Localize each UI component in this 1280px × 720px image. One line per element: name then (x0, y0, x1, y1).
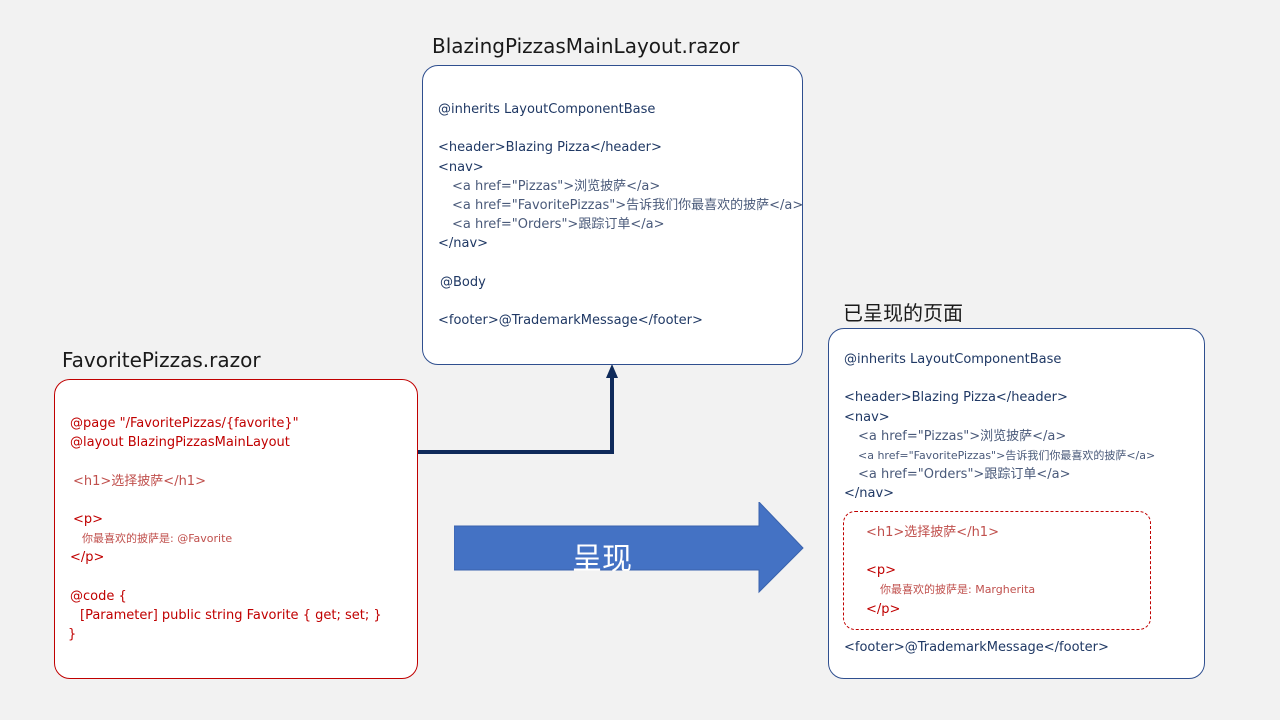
layout-file-title: BlazingPizzasMainLayout.razor (432, 34, 740, 58)
rendered-line-p-open: <p> (866, 563, 897, 578)
rendered-line-favorite-text: 你最喜欢的披萨是: Margherita (880, 583, 1036, 596)
layout-line-nav-close: </nav> (438, 236, 489, 251)
page-line-p-open: <p> (73, 512, 104, 527)
rendered-line-nav-open: <nav> (844, 410, 890, 425)
connector-arrowhead-icon (606, 364, 618, 378)
rendered-page-title: 已呈现的页面 (843, 301, 963, 325)
render-arrow-icon (454, 502, 804, 594)
rendered-line-nav-close: </nav> (844, 486, 895, 501)
rendered-line-header: <header>Blazing Pizza</header> (844, 390, 1068, 405)
page-line-favorite-text: 你最喜欢的披萨是: @Favorite (82, 532, 233, 545)
layout-line-body: @Body (440, 275, 486, 290)
page-line-p-close: </p> (70, 550, 105, 565)
rendered-page-content-region (843, 511, 1151, 630)
rendered-line-link-pizzas: <a href="Pizzas">浏览披萨</a> (858, 429, 1067, 444)
page-file-box (54, 379, 418, 679)
layout-line-inherits: @inherits LayoutComponentBase (438, 102, 656, 117)
page-line-page-directive: @page "/FavoritePizzas/{favorite}" (70, 416, 299, 431)
rendered-line-footer: <footer>@TrademarkMessage</footer> (844, 640, 1109, 655)
rendered-line-link-favorite: <a href="FavoritePizzas">告诉我们你最喜欢的披萨</a> (858, 449, 1156, 462)
page-line-layout-directive: @layout BlazingPizzasMainLayout (70, 435, 290, 450)
page-line-code-open: @code { (70, 589, 127, 604)
page-line-parameter: [Parameter] public string Favorite { get… (80, 608, 382, 623)
page-line-code-close: } (68, 627, 77, 642)
layout-line-nav-open: <nav> (438, 160, 484, 175)
layout-line-header: <header>Blazing Pizza</header> (438, 140, 662, 155)
layout-line-footer: <footer>@TrademarkMessage</footer> (438, 313, 703, 328)
layout-file-box (422, 65, 803, 365)
layout-line-link-favorite: <a href="FavoritePizzas">告诉我们你最喜欢的披萨</a> (452, 198, 804, 213)
page-file-title: FavoritePizzas.razor (62, 348, 261, 372)
rendered-line-link-orders: <a href="Orders">跟踪订单</a> (858, 467, 1071, 482)
layout-line-link-pizzas: <a href="Pizzas">浏览披萨</a> (452, 179, 661, 194)
rendered-line-inherits: @inherits LayoutComponentBase (844, 352, 1062, 367)
page-line-h1: <h1>选择披萨</h1> (73, 474, 206, 489)
layout-line-link-orders: <a href="Orders">跟踪订单</a> (452, 217, 665, 232)
render-arrow-label: 呈现 (572, 542, 632, 577)
rendered-line-p-close: </p> (866, 602, 901, 617)
rendered-line-h1: <h1>选择披萨</h1> (866, 525, 999, 540)
